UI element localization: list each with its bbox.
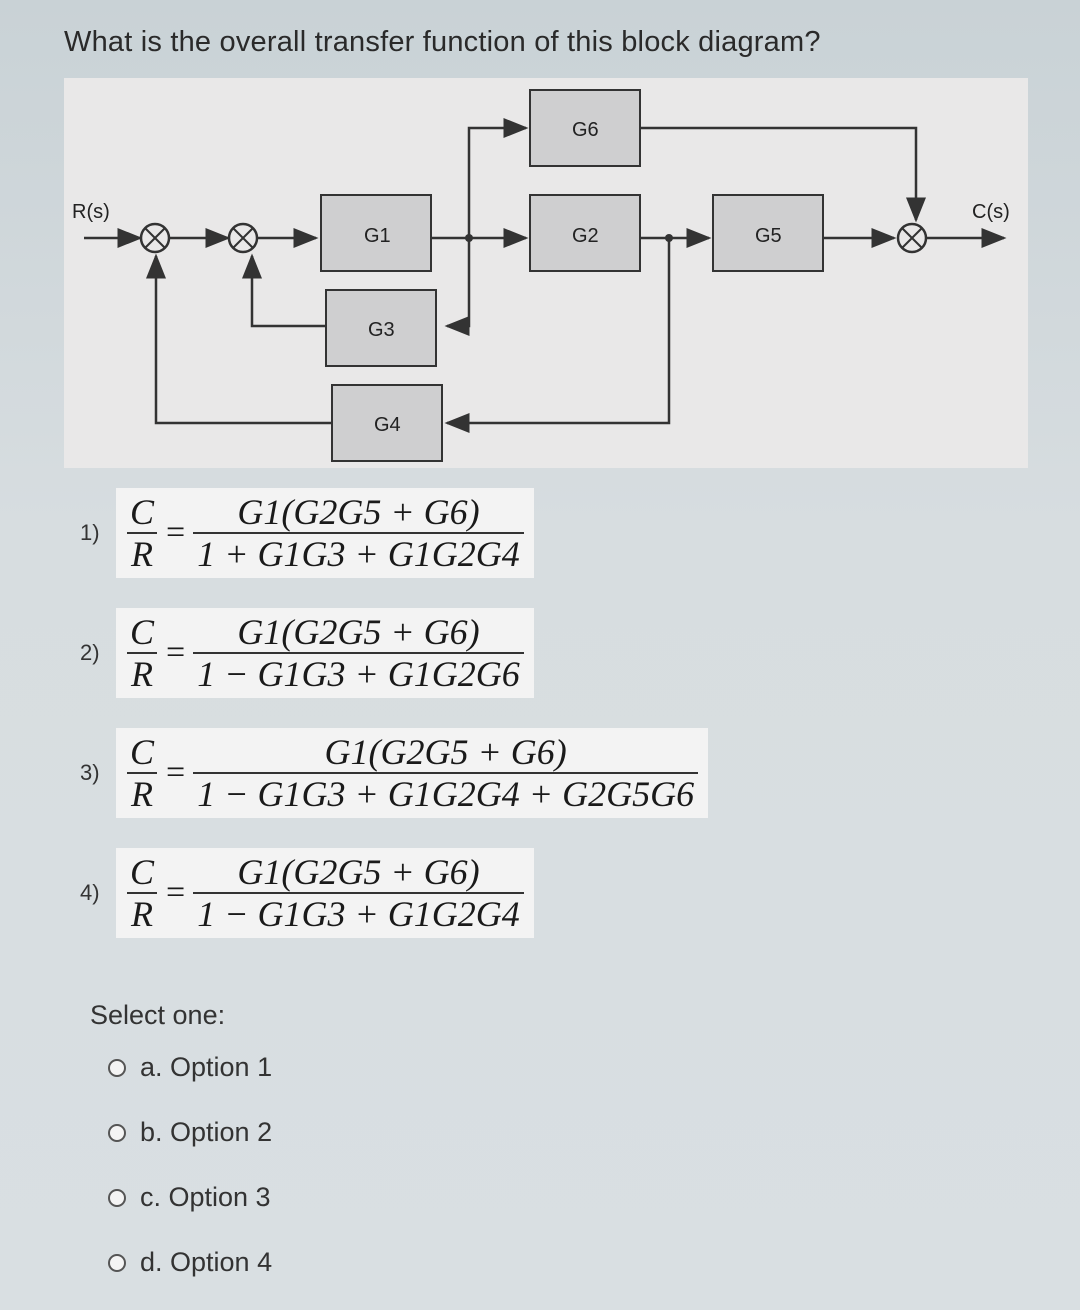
rhs-denominator: 1 + G1G3 + G1G2G4 — [193, 532, 524, 574]
label-g2: G2 — [572, 225, 599, 247]
block-g2 — [529, 194, 641, 272]
option-number: 3) — [80, 760, 100, 785]
lhs-denominator: R — [127, 532, 157, 574]
choice-label: c. Option 3 — [140, 1182, 271, 1212]
label-g6: G6 — [572, 119, 599, 141]
question-text: What is the overall transfer function of… — [64, 26, 821, 58]
rhs-numerator: G1(G2G5 + G6) — [324, 732, 567, 772]
radio-button[interactable] — [108, 1058, 126, 1077]
block-g6 — [529, 89, 641, 167]
output-label: C(s) — [972, 201, 1010, 223]
option-number: 2) — [80, 640, 100, 665]
choice-label: a. Option 1 — [140, 1052, 273, 1082]
block-g3 — [325, 289, 437, 367]
choice-label: d. Option 4 — [140, 1247, 273, 1277]
pickoff-point-1 — [465, 234, 473, 242]
block-g4 — [331, 384, 443, 462]
label-g4: G4 — [374, 414, 401, 436]
choice-c[interactable]: c. Option 3 — [108, 1182, 271, 1213]
choice-a[interactable]: a. Option 1 — [108, 1052, 272, 1083]
label-g1: G1 — [364, 225, 391, 247]
radio-button[interactable] — [108, 1253, 126, 1272]
label-g5: G5 — [755, 225, 782, 247]
lhs-denominator: R — [127, 772, 157, 814]
block-diagram: R(s) C(s) G1 G2 G5 G6 G3 G4 — [64, 78, 1028, 468]
rhs-numerator: G1(G2G5 + G6) — [237, 492, 480, 532]
lhs-numerator: C — [130, 492, 155, 532]
choice-b[interactable]: b. Option 2 — [108, 1117, 272, 1148]
option-number: 4) — [80, 880, 100, 905]
rhs-numerator: G1(G2G5 + G6) — [237, 852, 480, 892]
rhs-numerator: G1(G2G5 + G6) — [237, 612, 480, 652]
block-diagram-svg: R(s) C(s) G1 G2 G5 G6 G3 G4 — [72, 89, 1010, 462]
lhs-denominator: R — [127, 652, 157, 694]
choice-label: b. Option 2 — [140, 1117, 273, 1147]
radio-button[interactable] — [108, 1123, 126, 1142]
label-g3: G3 — [368, 319, 395, 341]
rhs-denominator: 1 − G1G3 + G1G2G6 — [193, 652, 524, 694]
input-label: R(s) — [72, 201, 110, 223]
rhs-denominator: 1 − G1G3 + G1G2G4 — [193, 892, 524, 934]
select-one-label: Select one: — [90, 1000, 226, 1030]
block-g5 — [712, 194, 824, 272]
summing-junction-1 — [139, 222, 171, 254]
choice-d[interactable]: d. Option 4 — [108, 1247, 272, 1278]
lhs-numerator: C — [130, 852, 155, 892]
lhs-numerator: C — [130, 732, 155, 772]
radio-button[interactable] — [108, 1188, 126, 1207]
option-number: 1) — [80, 520, 100, 545]
rhs-denominator: 1 − G1G3 + G1G2G4 + G2G5G6 — [193, 772, 699, 814]
block-g1 — [320, 194, 432, 272]
lhs-numerator: C — [130, 612, 155, 652]
summing-junction-2 — [227, 222, 259, 254]
pickoff-point-2 — [665, 234, 673, 242]
lhs-denominator: R — [127, 892, 157, 934]
summing-junction-3 — [896, 222, 928, 254]
